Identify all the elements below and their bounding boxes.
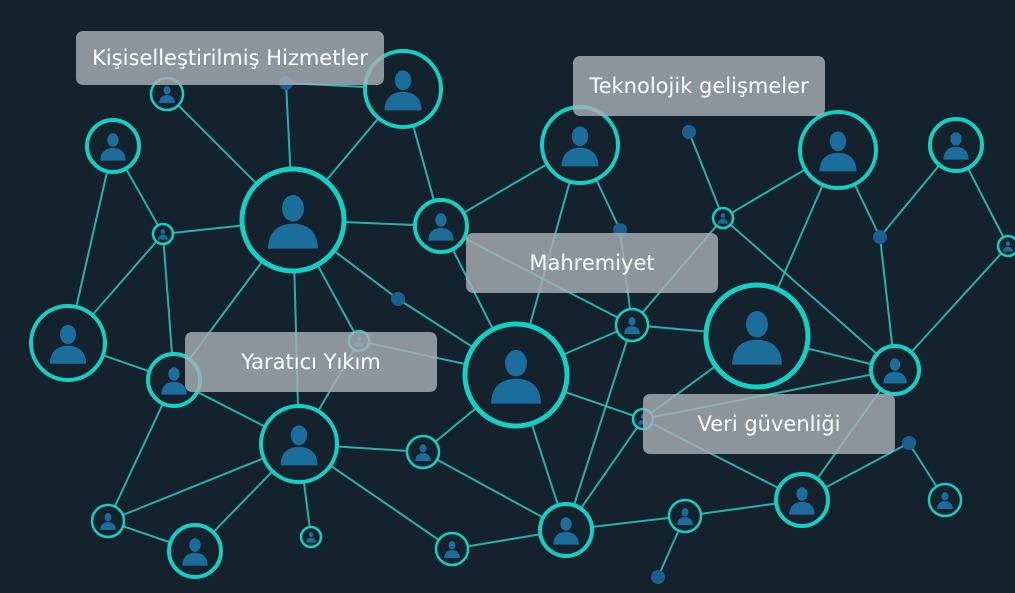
person-node — [996, 234, 1015, 258]
person-icon — [158, 229, 168, 240]
person-icon — [280, 425, 318, 466]
network-dot — [651, 570, 665, 584]
person-node — [85, 118, 141, 174]
person-icon — [100, 513, 116, 530]
network-dot — [902, 436, 916, 450]
person-icon — [100, 133, 126, 161]
person-node — [363, 49, 443, 129]
person-node — [462, 321, 570, 429]
person-icon — [415, 444, 431, 461]
person-icon — [943, 132, 969, 160]
person-node — [405, 434, 441, 470]
person-node — [928, 117, 984, 173]
network-dot — [873, 230, 887, 244]
person-node — [869, 344, 921, 396]
person-node — [703, 282, 811, 390]
person-node — [540, 105, 620, 185]
person-node — [711, 206, 735, 230]
person-icon — [1003, 241, 1013, 252]
person-node — [167, 523, 223, 579]
person-icon — [159, 86, 175, 103]
person-icon — [306, 532, 316, 543]
network-edge — [894, 245, 1009, 371]
person-icon — [428, 213, 454, 241]
person-node — [927, 482, 963, 518]
person-node — [29, 304, 107, 382]
person-icon — [718, 213, 728, 224]
person-node — [774, 472, 830, 528]
person-icon — [677, 508, 693, 525]
person-icon — [491, 350, 541, 404]
person-node — [614, 307, 650, 343]
label-tech-developments: Teknolojik gelişmeler — [573, 56, 825, 116]
person-node — [667, 498, 703, 534]
person-icon — [819, 131, 857, 172]
label-creative-destruction: Yaratıcı Yıkım — [185, 332, 437, 392]
person-icon — [49, 324, 87, 364]
person-node — [239, 166, 347, 274]
person-icon — [553, 517, 579, 545]
person-icon — [561, 126, 599, 167]
network-dot — [391, 292, 405, 306]
person-node — [413, 198, 469, 254]
person-icon — [182, 538, 208, 566]
person-node — [434, 531, 470, 567]
person-icon — [444, 541, 460, 558]
person-icon — [624, 317, 640, 334]
person-node — [149, 76, 185, 112]
person-node — [538, 502, 594, 558]
label-data-security: Veri güvenliği — [643, 394, 895, 454]
person-node — [259, 404, 339, 484]
network-edge — [722, 217, 896, 371]
person-node — [151, 222, 175, 246]
network-edge — [565, 324, 633, 531]
person-icon — [789, 487, 815, 515]
person-icon — [384, 70, 422, 111]
person-node — [90, 503, 126, 539]
node-layer — [29, 49, 1015, 584]
person-node — [798, 110, 878, 190]
label-privacy: Mahremiyet — [466, 233, 718, 293]
person-icon — [161, 367, 187, 395]
person-icon — [732, 311, 782, 365]
person-icon — [937, 492, 953, 509]
network-edge — [688, 131, 724, 219]
person-icon — [883, 358, 907, 384]
network-dot — [682, 125, 696, 139]
label-personalized-services: Kişiselleştirilmiş Hizmetler — [76, 31, 384, 85]
person-node — [299, 525, 323, 549]
person-icon — [268, 195, 318, 249]
